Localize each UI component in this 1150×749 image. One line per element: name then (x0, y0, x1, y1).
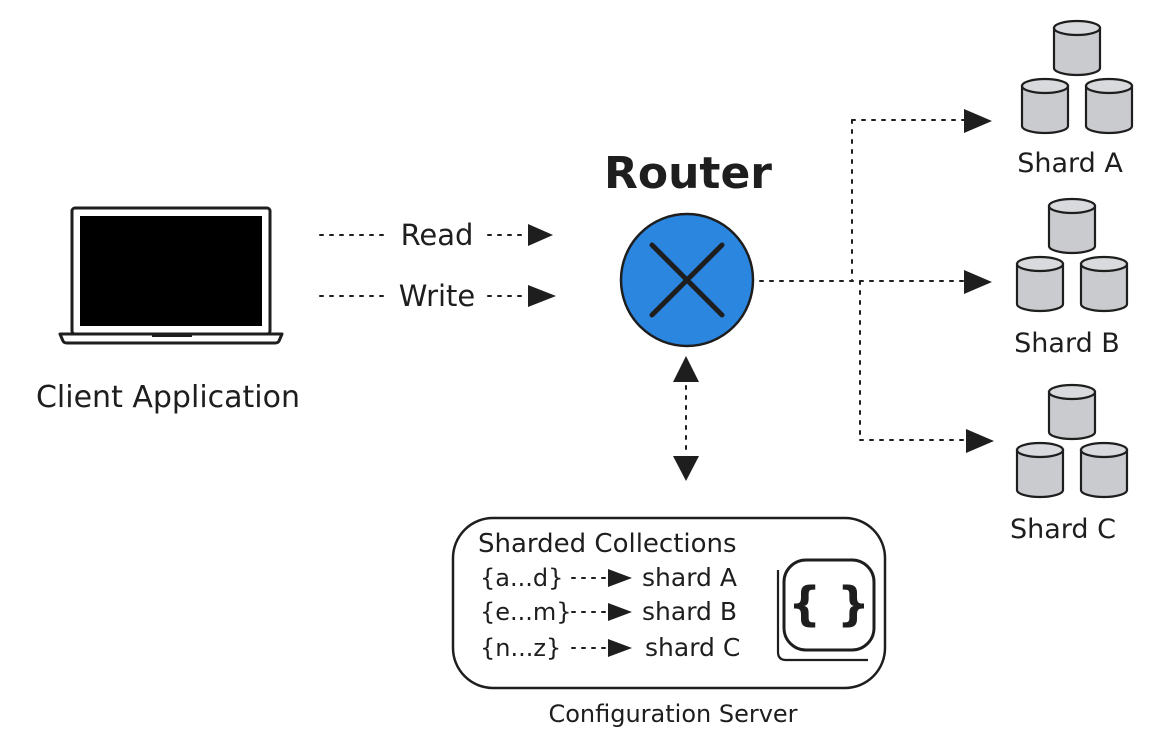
svg-text:{ }: { } (788, 577, 870, 631)
sharded-collections-heading: Sharded Collections (478, 529, 737, 559)
shard-c-database-icon (1015, 383, 1129, 499)
json-braces-icon: { } (776, 558, 876, 662)
shard-b-label: Shard B (1014, 328, 1120, 359)
mapping-range: {e...m} (480, 598, 572, 626)
shard-b-arrow (859, 270, 992, 294)
write-arrow (319, 285, 556, 307)
write-label: Write (399, 279, 476, 313)
router-title: Router (604, 148, 772, 199)
laptop-icon (58, 206, 284, 345)
mapping-target: shard B (642, 597, 737, 626)
mapping-range: {a...d} (480, 564, 563, 592)
client-application-label: Client Application (36, 380, 300, 415)
mapping-arrow (571, 639, 632, 657)
database-cylinder (1079, 441, 1129, 499)
router-icon (619, 212, 755, 348)
database-cylinder (1015, 255, 1065, 313)
mapping-range: {n...z} (480, 634, 561, 662)
router-shard-connector (759, 119, 861, 441)
database-cylinder (1052, 19, 1102, 77)
read-arrow (319, 224, 553, 246)
shard-a-arrow (851, 109, 992, 133)
mapping-target: shard A (642, 563, 737, 592)
shard-b-database-icon (1015, 197, 1129, 313)
mapping-arrow (571, 603, 632, 621)
database-cylinder (1015, 441, 1065, 499)
shard-a-database-icon (1020, 19, 1134, 135)
mapping-arrow (571, 569, 632, 587)
database-cylinder (1047, 383, 1097, 441)
router-config-arrow (673, 356, 699, 481)
shard-c-arrow (859, 429, 994, 453)
database-cylinder (1020, 77, 1070, 135)
database-cylinder (1079, 255, 1129, 313)
mapping-target: shard C (645, 633, 740, 662)
shard-c-label: Shard C (1010, 514, 1116, 545)
configuration-server-label: Configuration Server (548, 700, 797, 728)
database-cylinder (1047, 197, 1097, 255)
database-cylinder (1084, 77, 1134, 135)
read-label: Read (401, 218, 474, 252)
shard-a-label: Shard A (1017, 148, 1123, 179)
